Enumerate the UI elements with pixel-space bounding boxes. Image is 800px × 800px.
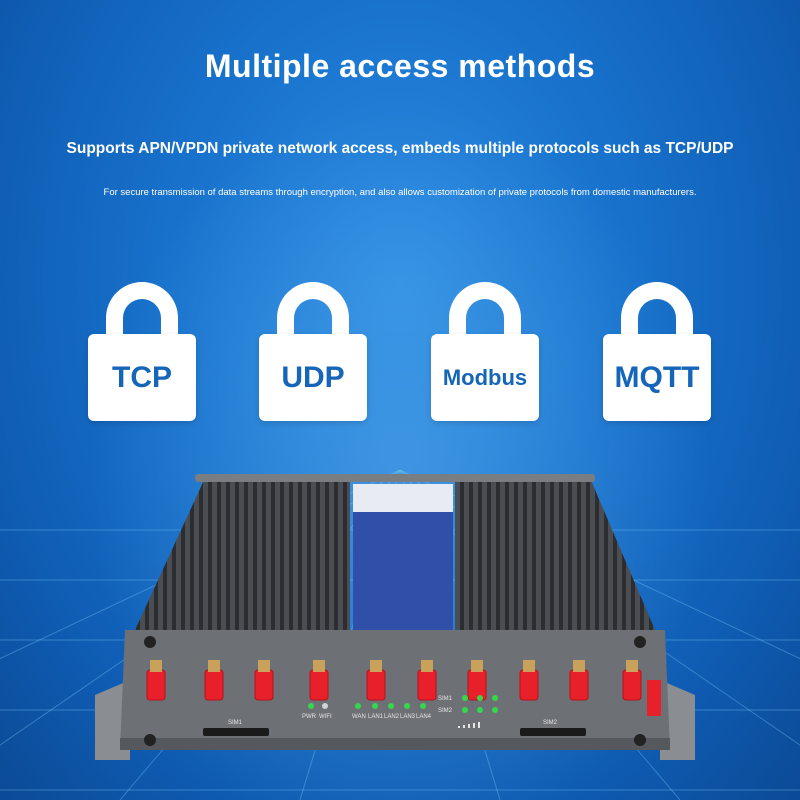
heatsink-left: [135, 478, 350, 630]
lock-body: UDP: [259, 334, 367, 421]
page-title: Multiple access methods: [204, 48, 596, 84]
lock-tcp: TCP: [88, 282, 196, 422]
lock-body: Modbus: [431, 334, 539, 421]
label-plate: [353, 484, 453, 640]
lock-mqtt: MQTT: [603, 282, 711, 422]
sim2-label: SIM2: [543, 720, 558, 726]
pwr-label: PWR: [302, 714, 317, 720]
wifi-label: WIFI: [319, 714, 332, 720]
router-device: SIM1 SIM2 PWR WIFI WAN LAN1 LAN2 LAN3 LA…: [95, 474, 695, 760]
lan3-label: LAN3: [400, 714, 416, 720]
lock-body: TCP: [88, 334, 196, 421]
wan-label: WAN: [352, 714, 366, 720]
lan2-label: LAN2: [384, 714, 400, 720]
lock-body: MQTT: [603, 334, 711, 421]
sim1-label: SIM1: [228, 720, 243, 726]
lock-label: UDP: [281, 360, 345, 394]
lan4-label: LAN4: [416, 714, 432, 720]
lock-udp: UDP: [259, 282, 367, 422]
sim2-led-label: SIM2: [438, 708, 453, 714]
lan1-label: LAN1: [368, 714, 384, 720]
label-sticker: [353, 484, 453, 512]
protocol-locks: TCP UDP Modbus MQTT: [0, 282, 800, 422]
sim2-slot: [520, 728, 586, 736]
lock-label: MQTT: [614, 360, 700, 394]
lock-label: Modbus: [442, 364, 528, 390]
lock-label: TCP: [112, 360, 172, 394]
lock-modbus: Modbus: [431, 282, 539, 422]
sim1-slot: [203, 728, 269, 736]
sim1-led-label: SIM1: [438, 696, 453, 702]
subtitle: Supports APN/VPDN private network access…: [66, 140, 734, 157]
heatsink-right: [455, 478, 655, 630]
description: For secure transmission of data streams …: [103, 187, 697, 198]
